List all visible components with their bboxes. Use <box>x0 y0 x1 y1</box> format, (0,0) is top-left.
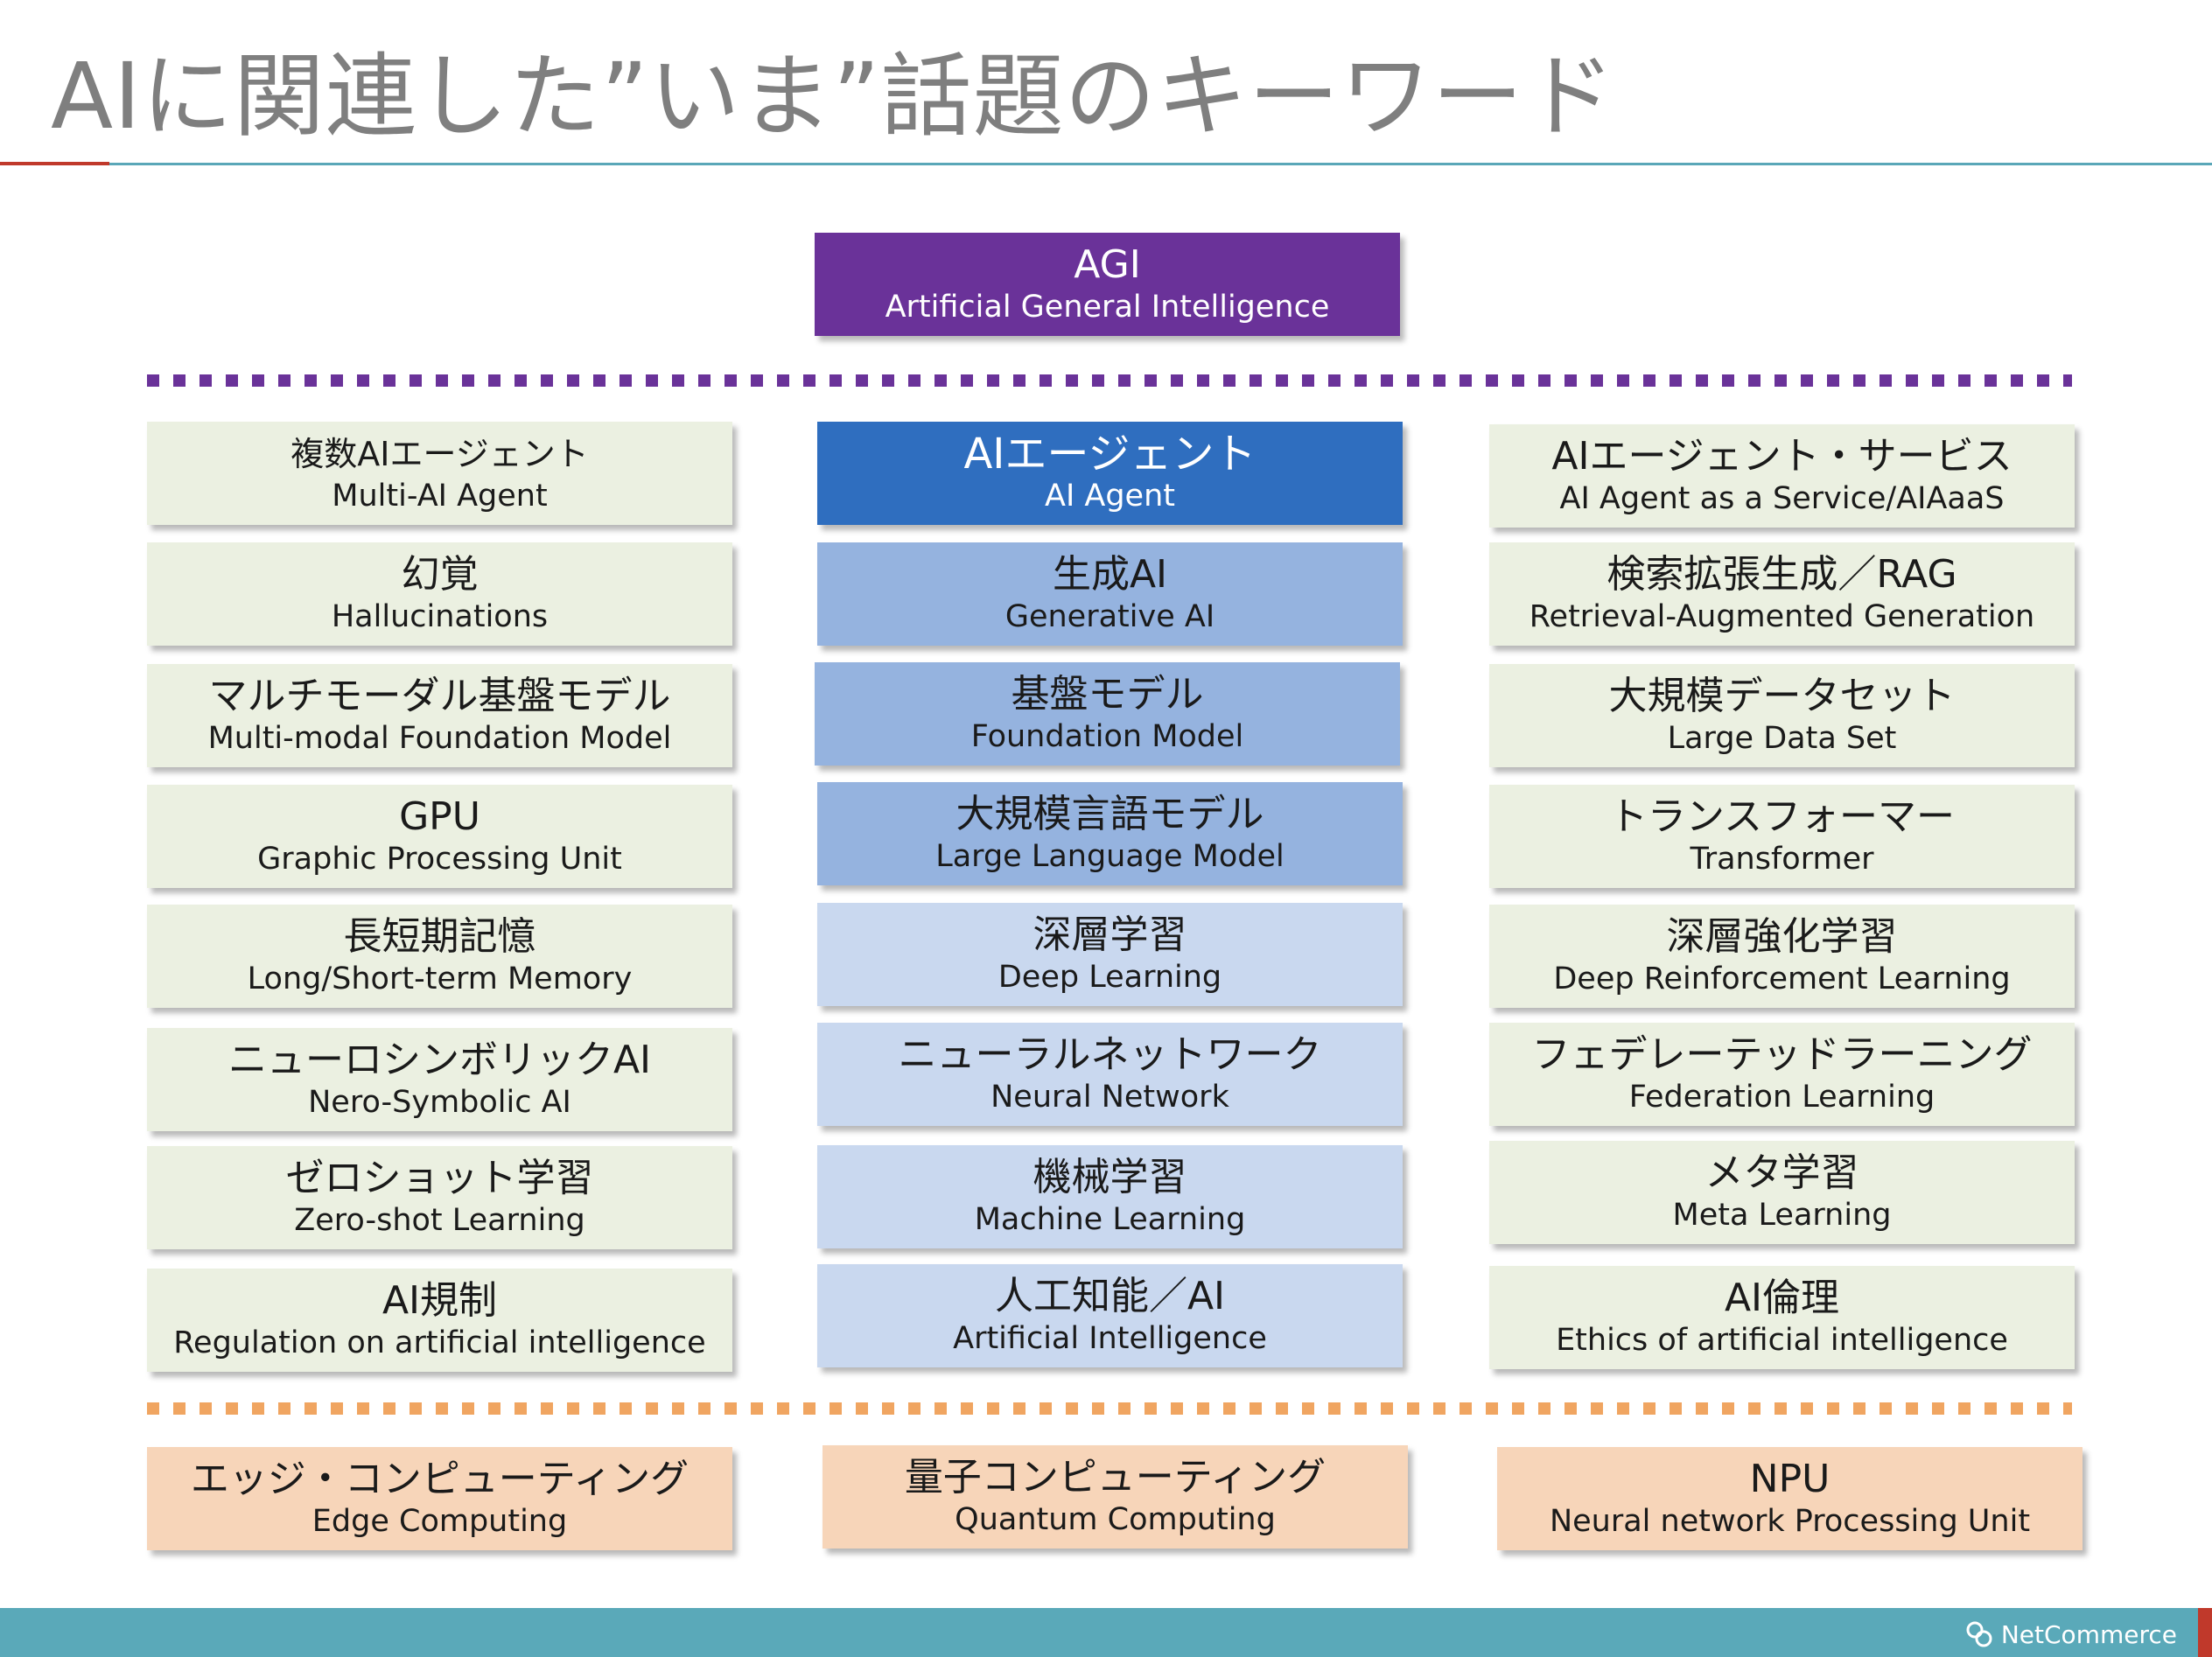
keyword-en: Multi-modal Foundation Model <box>207 721 672 756</box>
keyword-rag: 検索拡張生成／RAG Retrieval-Augmented Generatio… <box>1489 542 2075 646</box>
keyword-jp: 検索拡張生成／RAG <box>1606 552 1957 597</box>
keyword-jp: GPU <box>399 794 480 839</box>
agi-box: AGI Artificial General Intelligence <box>815 233 1400 336</box>
keyword-en: Nero-Symbolic AI <box>308 1085 571 1120</box>
keyword-quantum-computing: 量子コンピューティング Quantum Computing <box>822 1445 1408 1549</box>
keyword-en: Machine Learning <box>974 1202 1246 1237</box>
keyword-en: Multi-AI Agent <box>332 479 548 514</box>
keyword-jp: 複数AIエージェント <box>290 435 589 473</box>
keyword-zero-shot-learning: ゼロショット学習 Zero-shot Learning <box>147 1146 732 1249</box>
keyword-en: Deep Learning <box>998 960 1222 995</box>
keyword-jp: 生成AI <box>1052 552 1168 597</box>
keyword-en: Deep Reinforcement Learning <box>1553 961 2011 996</box>
page-title: AIに関連した”いま”話題のキーワード <box>51 43 1616 150</box>
keyword-en: Retrieval-Augmented Generation <box>1529 599 2035 634</box>
keyword-deep-learning: 深層学習 Deep Learning <box>817 903 1403 1006</box>
keyword-jp: 幻覚 <box>401 552 479 597</box>
keyword-jp: トランスフォーマー <box>1608 794 1956 839</box>
keyword-en: Foundation Model <box>970 719 1244 754</box>
keyword-en: Large Data Set <box>1667 721 1897 756</box>
keyword-ai-regulation: AI規制 Regulation on artificial intelligen… <box>147 1269 732 1372</box>
keyword-machine-learning: 機械学習 Machine Learning <box>817 1145 1403 1248</box>
agi-label: AGI <box>1074 242 1141 287</box>
keyword-meta-learning: メタ学習 Meta Learning <box>1489 1141 2075 1244</box>
keyword-ai-agent: AIエージェント AI Agent <box>817 422 1403 525</box>
keyword-jp: AI規制 <box>382 1278 498 1323</box>
keyword-jp: NPU <box>1749 1457 1830 1501</box>
keyword-jp: メタ学習 <box>1704 1150 1859 1195</box>
keyword-en: AI Agent <box>1045 479 1175 514</box>
keyword-edge-computing: エッジ・コンピューティング Edge Computing <box>147 1447 732 1550</box>
keyword-en: AI Agent as a Service/AIAaaS <box>1559 481 2005 516</box>
keyword-generative-ai: 生成AI Generative AI <box>817 542 1403 646</box>
keyword-jp: 深層強化学習 <box>1666 914 1898 959</box>
keyword-en: Meta Learning <box>1672 1198 1892 1233</box>
keyword-jp: フェデレーテッドラーニング <box>1531 1032 2033 1077</box>
keyword-en: Neural Network <box>990 1080 1229 1115</box>
keyword-jp: AIエージェント <box>963 430 1256 479</box>
keyword-en: Artificial Intelligence <box>953 1321 1267 1356</box>
brand-logo: NetCommerce <box>1964 1617 2177 1652</box>
keyword-jp: 大規模言語モデル <box>956 792 1264 836</box>
keyword-jp: 量子コンピューティング <box>904 1455 1326 1500</box>
keyword-ai-agent-as-a-service: AIエージェント・サービス AI Agent as a Service/AIAa… <box>1489 424 2075 528</box>
keyword-multimodal-foundation-model: マルチモーダル基盤モデル Multi-modal Foundation Mode… <box>147 664 732 767</box>
keyword-jp: 大規模データセット <box>1608 674 1956 718</box>
keyword-jp: マルチモーダル基盤モデル <box>208 674 671 718</box>
keyword-neural-network: ニューラルネットワーク Neural Network <box>817 1023 1403 1126</box>
keyword-en: Zero-shot Learning <box>294 1203 585 1238</box>
keyword-large-language-model: 大規模言語モデル Large Language Model <box>817 782 1403 885</box>
keyword-deep-reinforcement-learning: 深層強化学習 Deep Reinforcement Learning <box>1489 905 2075 1008</box>
netcommerce-logo-icon <box>1966 1621 1992 1647</box>
keyword-foundation-model: 基盤モデル Foundation Model <box>815 662 1400 766</box>
keyword-jp: 深層学習 <box>1032 912 1187 957</box>
keyword-en: Transformer <box>1690 842 1874 877</box>
keyword-jp: エッジ・コンピューティング <box>190 1457 690 1501</box>
keyword-ai-ethics: AI倫理 Ethics of artificial intelligence <box>1489 1266 2075 1369</box>
bottom-divider <box>147 1402 2072 1415</box>
keyword-en: Generative AI <box>1004 599 1215 634</box>
keyword-neuro-symbolic-ai: ニューロシンボリックAI Nero-Symbolic AI <box>147 1028 732 1131</box>
keyword-jp: 機械学習 <box>1032 1155 1187 1199</box>
title-underline <box>109 163 2212 165</box>
keyword-jp: AI倫理 <box>1724 1276 1840 1320</box>
brand-name: NetCommerce <box>2000 1619 2177 1649</box>
keyword-jp: AIエージェント・サービス <box>1551 434 2012 479</box>
keyword-en: Ethics of artificial intelligence <box>1556 1323 2008 1358</box>
keyword-jp: ニューロシンボリックAI <box>228 1038 652 1082</box>
keyword-transformer: トランスフォーマー Transformer <box>1489 785 2075 888</box>
keyword-en: Large Language Model <box>935 839 1284 874</box>
keyword-jp: 人工知能／AI <box>994 1274 1226 1318</box>
agi-divider <box>147 374 2072 387</box>
keyword-federation-learning: フェデレーテッドラーニング Federation Learning <box>1489 1023 2075 1126</box>
keyword-en: Neural network Processing Unit <box>1549 1504 2031 1539</box>
keyword-large-data-set: 大規模データセット Large Data Set <box>1489 664 2075 767</box>
footer-bar <box>0 1608 2212 1657</box>
keyword-en: Federation Learning <box>1628 1080 1936 1115</box>
keyword-en: Regulation on artificial intelligence <box>173 1325 706 1360</box>
keyword-en: Edge Computing <box>312 1504 568 1539</box>
footer-accent <box>2198 1608 2212 1657</box>
keyword-en: Long/Short-term Memory <box>247 961 633 996</box>
keyword-jp: 長短期記憶 <box>343 914 536 959</box>
keyword-npu: NPU Neural network Processing Unit <box>1497 1447 2082 1550</box>
agi-subtitle: Artificial General Intelligence <box>885 290 1330 325</box>
keyword-jp: 基盤モデル <box>1011 672 1204 717</box>
keyword-jp: ニューラルネットワーク <box>898 1032 1322 1077</box>
keyword-gpu: GPU Graphic Processing Unit <box>147 785 732 888</box>
keyword-en: Graphic Processing Unit <box>257 842 622 877</box>
title-underline-accent <box>0 162 109 165</box>
keyword-jp: ゼロショット学習 <box>285 1156 594 1200</box>
keyword-hallucinations: 幻覚 Hallucinations <box>147 542 732 646</box>
keyword-en: Hallucinations <box>331 599 549 634</box>
keyword-artificial-intelligence: 人工知能／AI Artificial Intelligence <box>817 1264 1403 1367</box>
keyword-en: Quantum Computing <box>955 1502 1276 1537</box>
keyword-multi-ai-agent: 複数AIエージェント Multi-AI Agent <box>147 422 732 525</box>
keyword-long-short-term-memory: 長短期記憶 Long/Short-term Memory <box>147 905 732 1008</box>
